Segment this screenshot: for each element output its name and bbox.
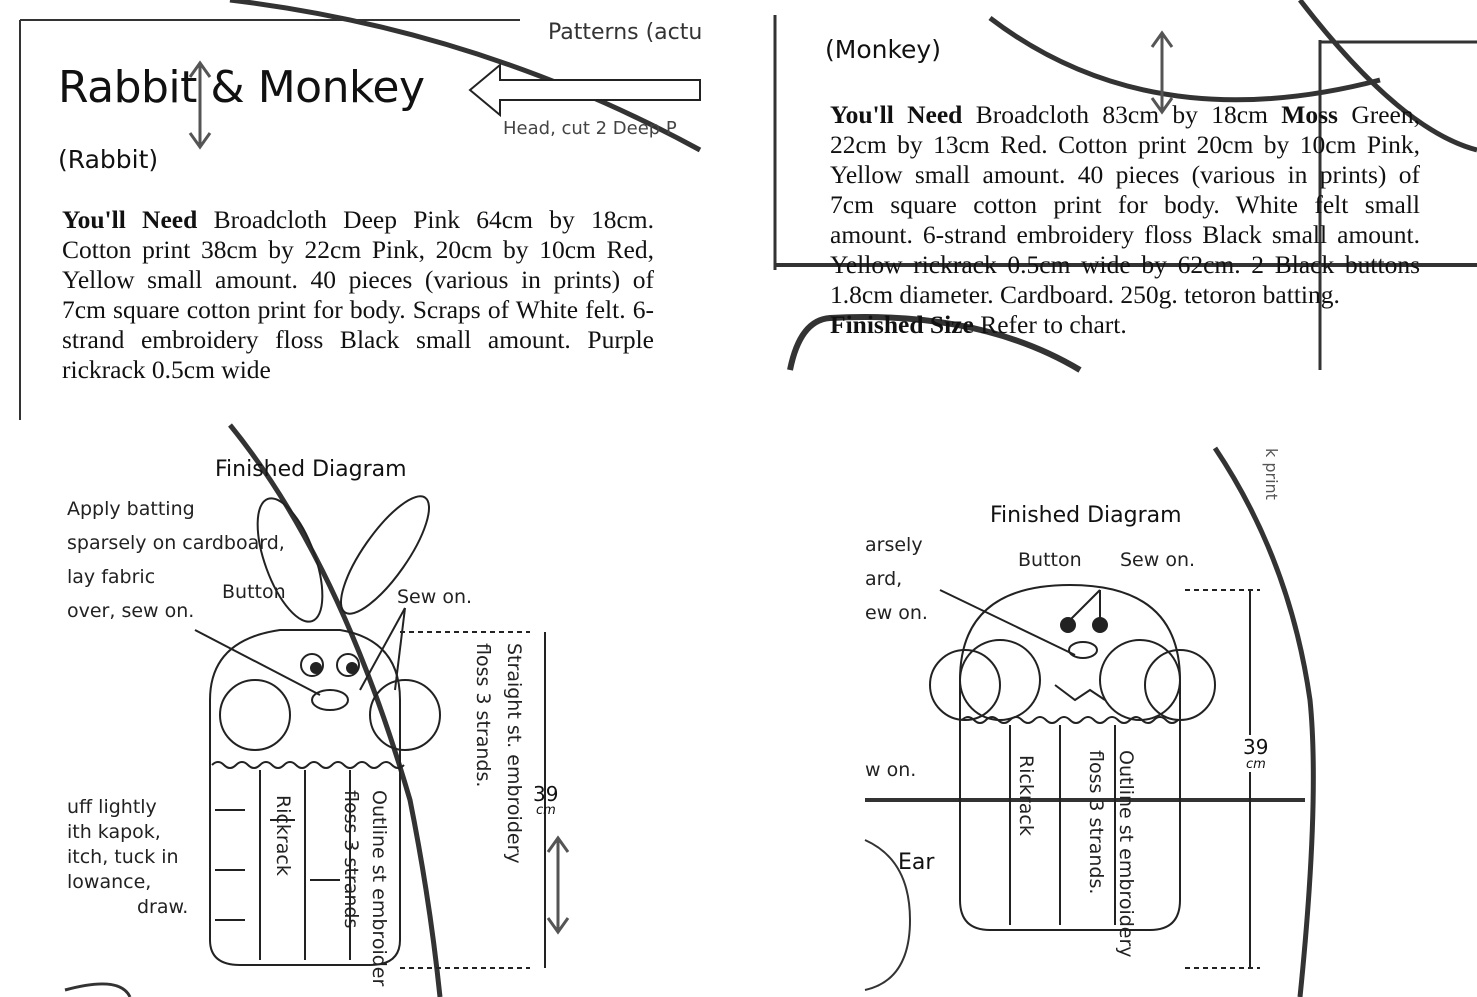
hollow-arrow-icon — [468, 62, 701, 118]
height-unit: cm — [1246, 757, 1266, 772]
rickrack-label: Rickrack — [1015, 755, 1037, 836]
sew-on-label: Sew on. — [397, 586, 473, 608]
ear-label: Ear — [898, 850, 935, 875]
rickrack-label: Rickrack — [272, 795, 294, 876]
height-unit: cm — [536, 803, 556, 818]
rabbit-materials: You'll Need Broadcloth Deep Pink 64cm by… — [62, 205, 654, 383]
button-label: Button — [1018, 549, 1082, 571]
floss-label: floss 3 strands. — [472, 643, 494, 788]
straight-st-label: Straight st. embroidery — [503, 643, 525, 864]
rabbit-illustration — [194, 495, 546, 969]
size-label: Finished Size — [830, 310, 974, 339]
edge-fragment: k print — [1262, 448, 1281, 500]
needs-text: Broadcloth Deep Pink 64cm by 18cm. Cotto… — [62, 205, 654, 383]
outline-floss-label: floss 3 strands — [340, 790, 362, 929]
needs-label: You'll Need — [62, 205, 198, 234]
diagram-title: Finished Diagram — [990, 503, 1182, 528]
outline-st-label: Outline st embroider — [368, 790, 390, 987]
sew-on-fragment: w on. — [865, 759, 917, 781]
needs-text: Green, 22cm by 13cm Red. Cotton print 20… — [830, 100, 1420, 309]
needs-text: Broadcloth 83cm by 18cm — [975, 100, 1268, 129]
floss-label: floss 3 strands. — [1085, 750, 1107, 895]
size-text: Refer to chart. — [980, 310, 1127, 339]
button-label: Button — [222, 581, 286, 603]
monkey-materials: You'll Need Broadcloth 83cm by 18cm Moss… — [830, 100, 1420, 340]
needs-label: You'll Need — [830, 100, 963, 129]
height-value: 39 — [1243, 735, 1269, 759]
needs-bold: Moss — [1281, 100, 1338, 129]
sew-on-label: Sew on. — [1120, 549, 1196, 571]
curve-line — [229, 0, 702, 153]
arrow-label: Head, cut 2 Deep P — [503, 118, 677, 139]
outline-st-label: Outline st embroidery — [1115, 750, 1137, 958]
rabbit-subtitle: (Rabbit) — [58, 145, 159, 174]
page-title: Rabbit & Monkey — [58, 62, 425, 113]
header-fragment: Patterns (actu — [548, 20, 703, 45]
monkey-illustration — [929, 583, 1260, 969]
monkey-subtitle: (Monkey) — [825, 35, 941, 64]
diagram-title: Finished Diagram — [215, 457, 407, 482]
height-value: 39 — [533, 782, 559, 806]
